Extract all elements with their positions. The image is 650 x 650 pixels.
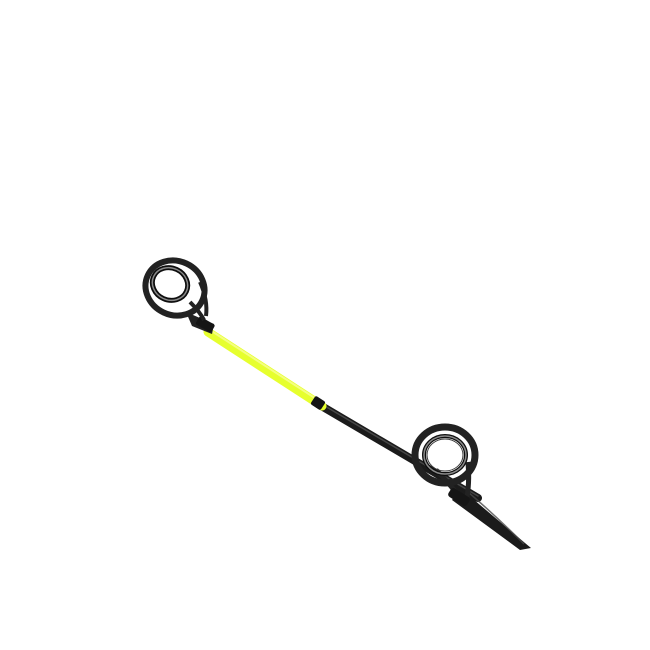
ferrule-wrap bbox=[311, 396, 325, 410]
running-guide-ring-icon bbox=[411, 423, 479, 506]
rod-tip-fluorescent bbox=[203, 327, 327, 411]
tip-guide-ring-icon bbox=[142, 257, 215, 334]
